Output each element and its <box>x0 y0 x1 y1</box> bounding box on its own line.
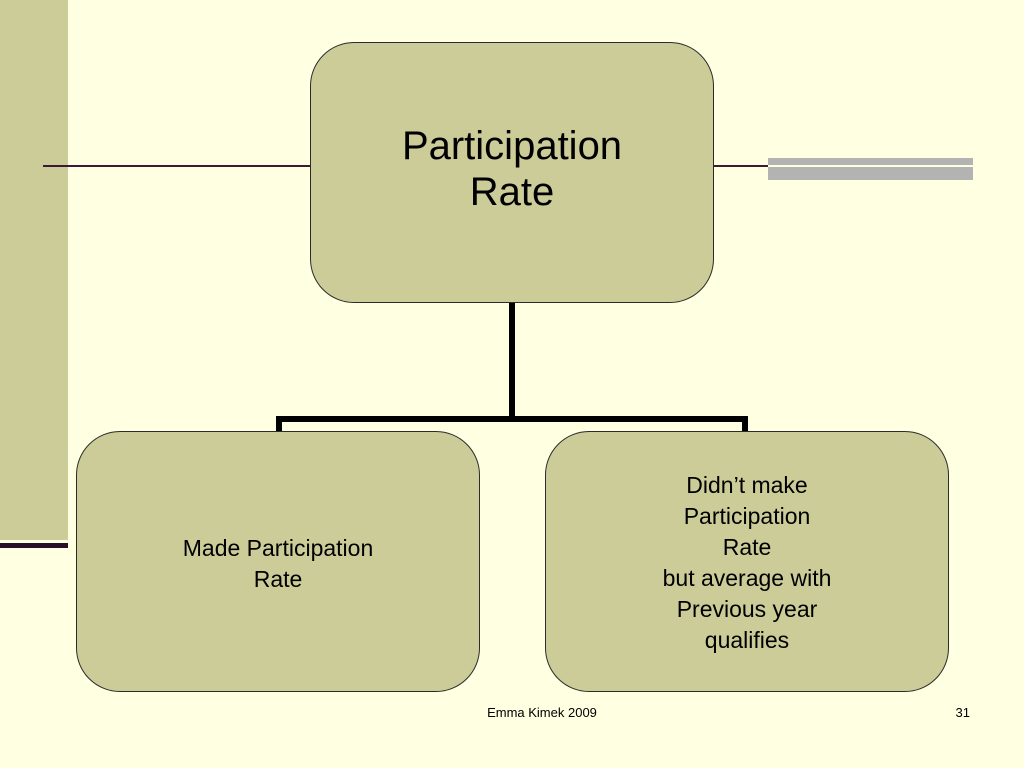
child-node-not-made: Didn’t make Participation Rate but avera… <box>545 431 949 692</box>
accent-bar <box>768 158 973 180</box>
footer-page-number: 31 <box>955 705 970 720</box>
child-node-made-label: Made Participation Rate <box>182 534 374 592</box>
child-node-made: Made Participation Rate <box>76 431 480 692</box>
left-decorative-rule <box>0 543 68 548</box>
left-decorative-bar <box>0 0 68 540</box>
root-node-label: Participation Rate <box>401 123 623 214</box>
child-node-not-made-label: Didn’t make Participation Rate but avera… <box>662 472 832 653</box>
root-node: Participation Rate <box>310 42 714 303</box>
footer-author: Emma Kimek 2009 <box>487 705 597 720</box>
